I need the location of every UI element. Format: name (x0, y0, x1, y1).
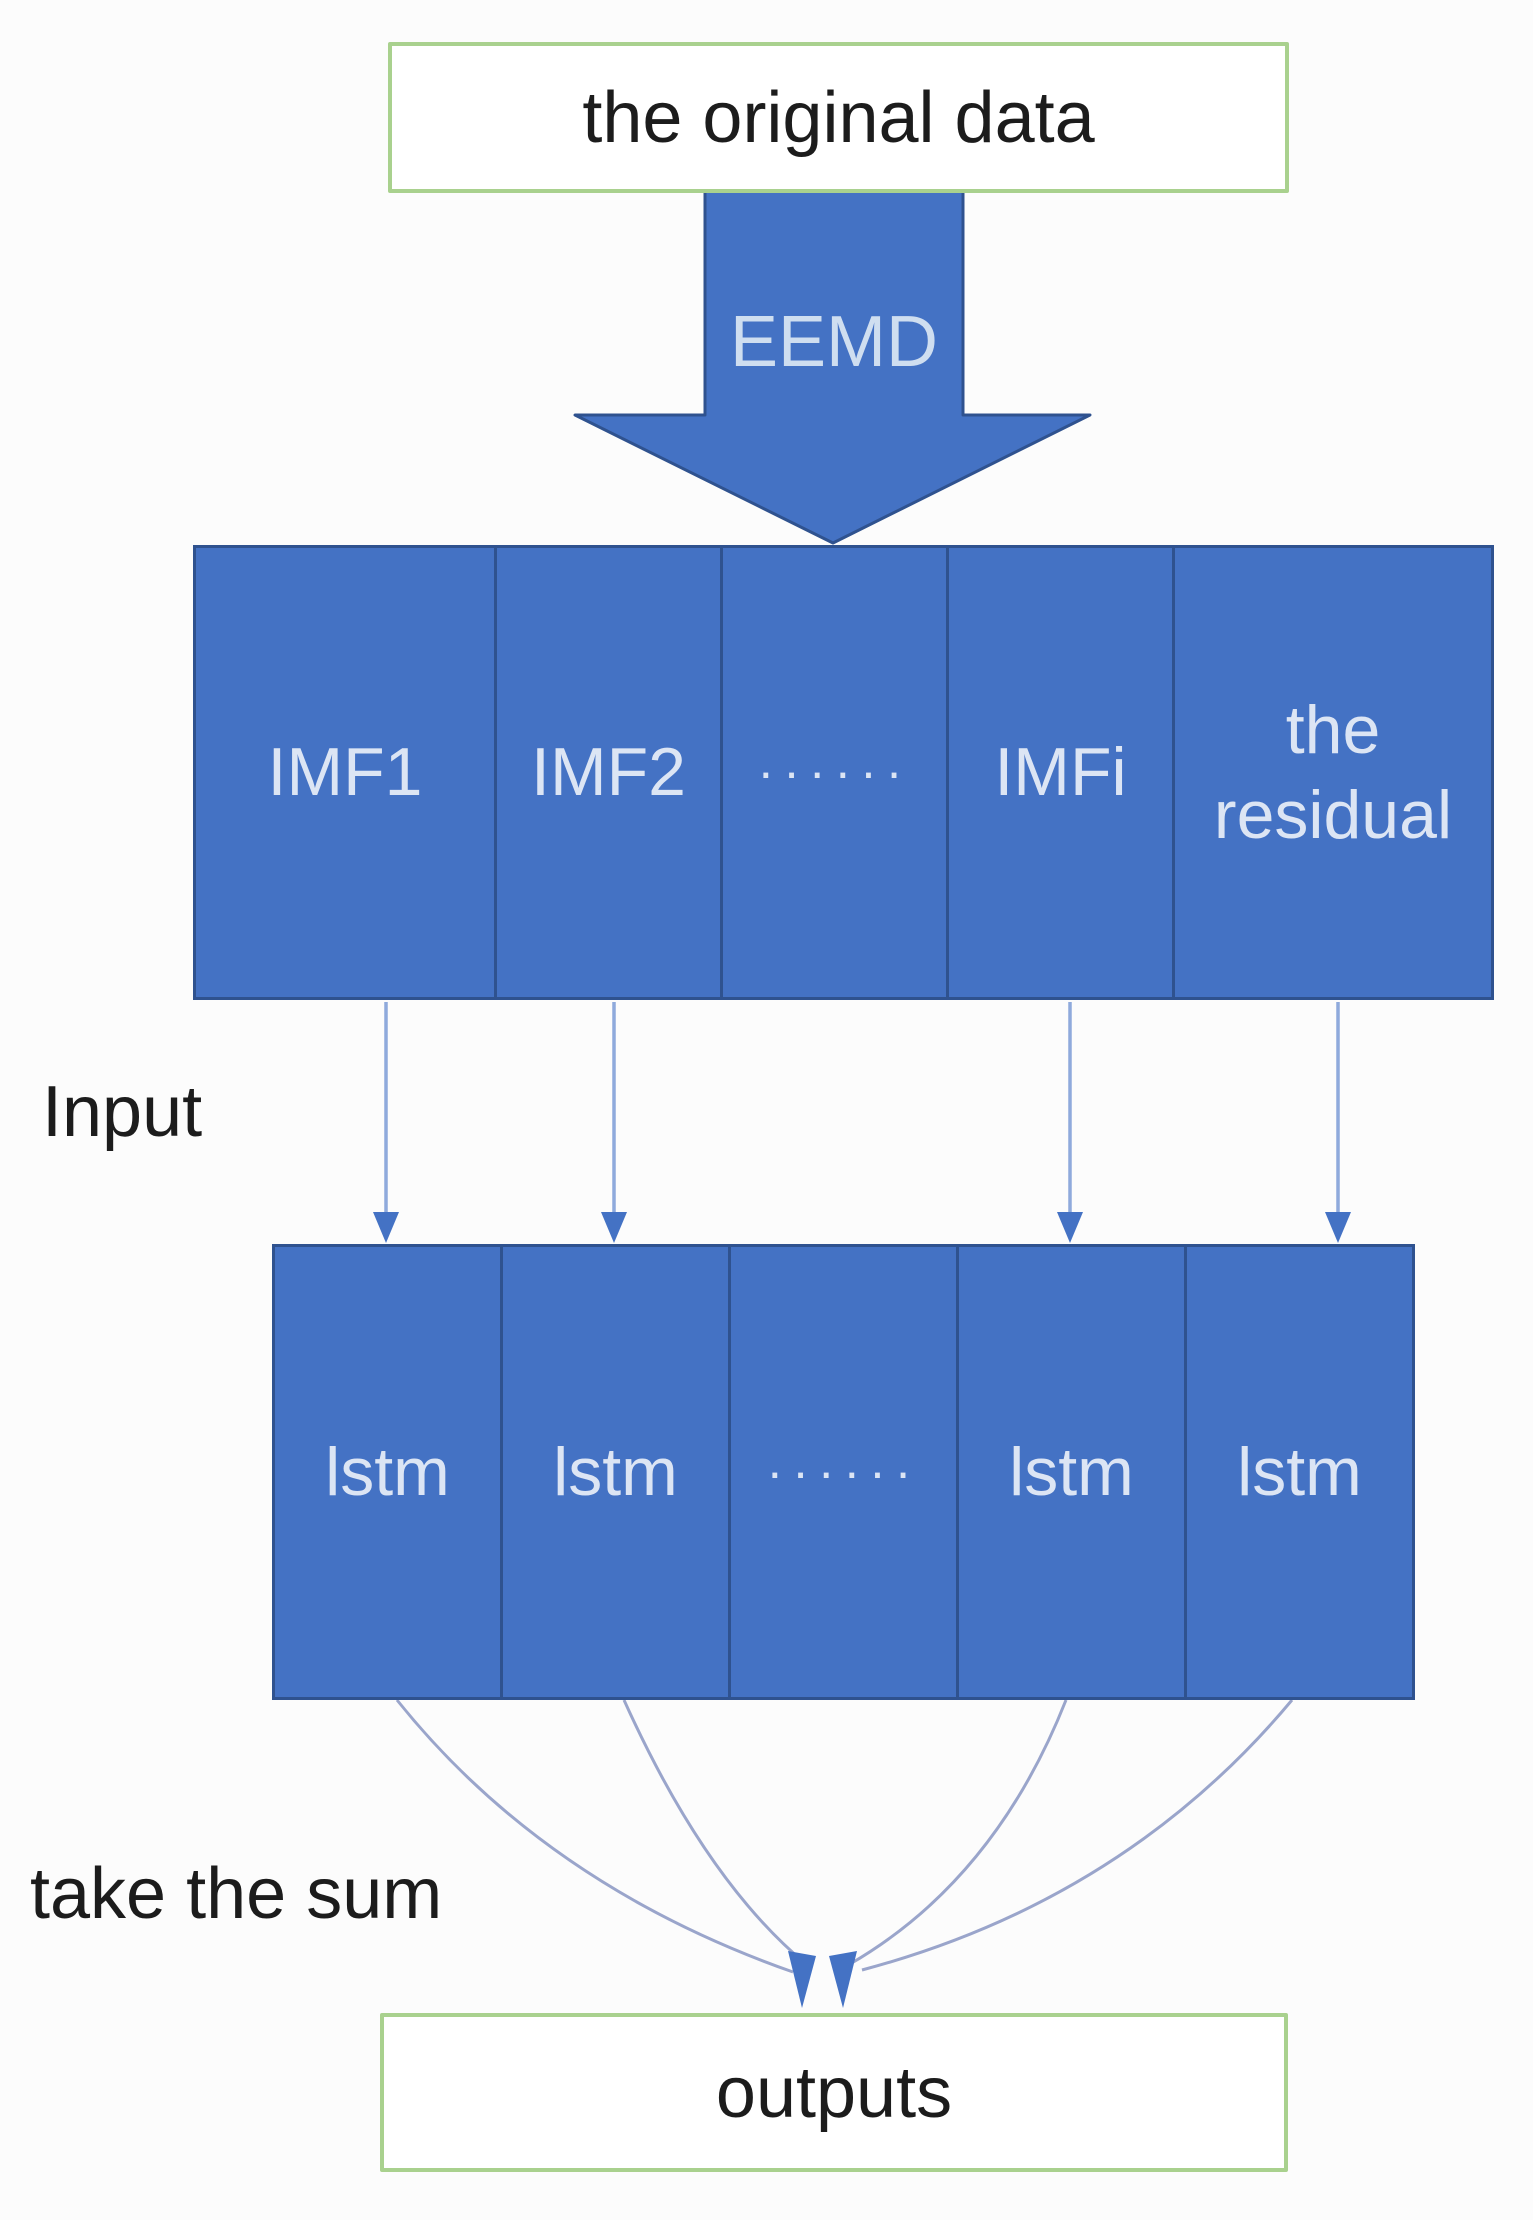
sum-arrow-lstm1-to-outputs (395, 1699, 794, 1974)
imf2-box: IMF2 (494, 545, 723, 1000)
eemd-block-arrow (573, 186, 1092, 545)
imf2-label: IMF2 (531, 734, 686, 810)
lstm-ellipsis-label: ······ (766, 1443, 921, 1500)
eemd-arrow-label: EEMD (729, 302, 939, 382)
input-arrow-residual-to-lstm5 (1325, 1002, 1351, 1243)
original-data-label: the original data (582, 77, 1095, 158)
sum-arrowhead-right (829, 1951, 857, 2008)
lstm2-label: lstm (553, 1433, 678, 1510)
sum-arrow-lstm5-to-outputs (861, 1699, 1294, 1972)
lstm5-label: lstm (1237, 1433, 1362, 1510)
sum-stage-label: take the sum (30, 1854, 443, 1934)
original-data-box: the original data (388, 42, 1289, 193)
imf-ellipsis-box: ······ (720, 545, 949, 1000)
lstm1-box: lstm (272, 1244, 503, 1700)
lstm1-label: lstm (325, 1433, 450, 1510)
input-arrow-imf2-to-lstm2 (601, 1002, 627, 1243)
outputs-box: outputs (380, 2013, 1288, 2172)
imf-ellipsis-label: ······ (757, 744, 912, 801)
sum-arrow-lstm2-to-outputs (622, 1699, 807, 1966)
input-stage-label: Input (42, 1072, 203, 1152)
imfi-label: IMFi (994, 734, 1127, 810)
sum-arrowhead-left (788, 1951, 816, 2008)
input-arrow-imf1-to-lstm1 (373, 1002, 399, 1243)
imf1-label: IMF1 (267, 734, 423, 810)
imfi-box: IMFi (946, 545, 1175, 1000)
residual-box: the residual (1172, 545, 1494, 1000)
imf1-box: IMF1 (193, 545, 497, 1000)
lstm-row: lstm lstm ······ lstm lstm (272, 1244, 1415, 1700)
imf-row: IMF1 IMF2 ······ IMFi the residual (193, 545, 1494, 1000)
lstm5-box: lstm (1184, 1244, 1415, 1700)
input-arrow-imfi-to-lstm4 (1057, 1002, 1083, 1243)
residual-label: the residual (1213, 691, 1453, 853)
outputs-label: outputs (715, 2052, 953, 2133)
lstm4-box: lstm (956, 1244, 1187, 1700)
sum-arrow-lstm4-to-outputs (849, 1699, 1068, 1966)
lstm2-box: lstm (500, 1244, 731, 1700)
lstm4-label: lstm (1009, 1433, 1134, 1510)
lstm-ellipsis-box: ······ (728, 1244, 959, 1700)
